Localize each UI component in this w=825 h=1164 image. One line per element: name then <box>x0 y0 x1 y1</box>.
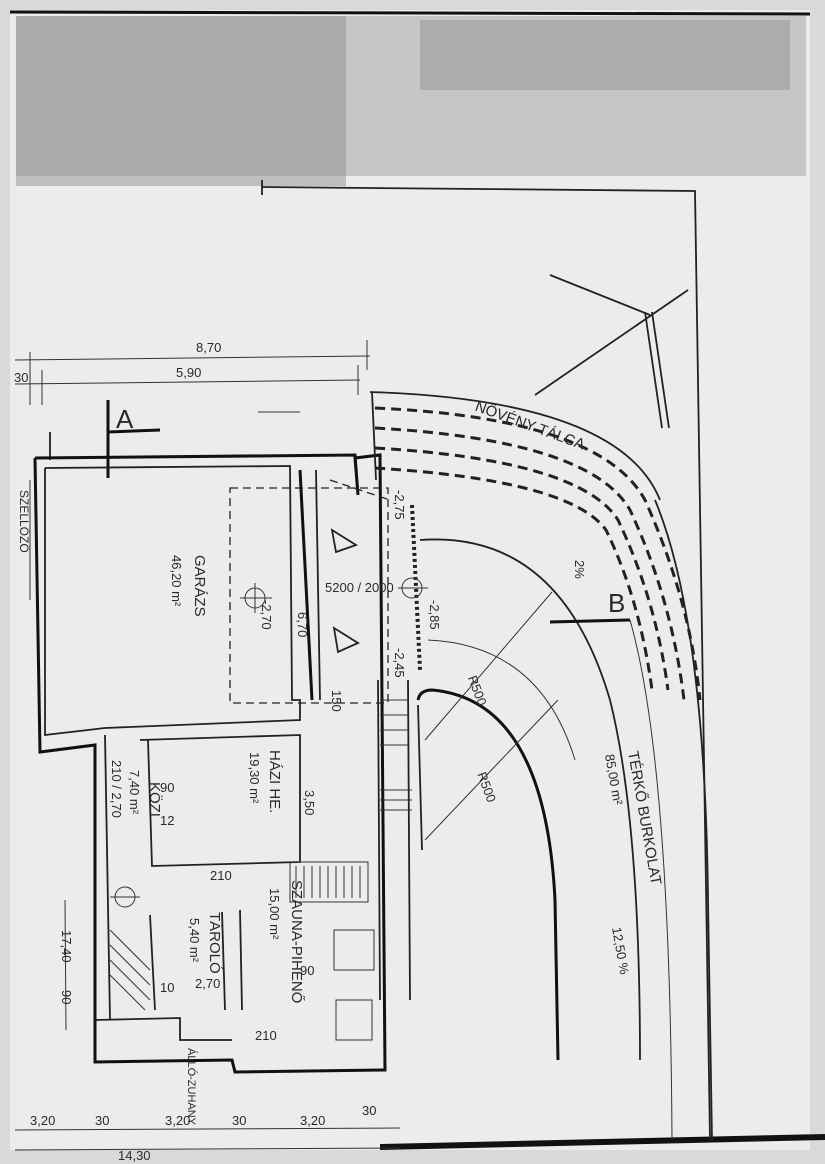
sauna-slats <box>295 866 361 898</box>
interior-dim-5: 2,70 <box>195 976 220 991</box>
building-inner-wall <box>44 465 301 737</box>
dim-bottom-6: 30 <box>362 1103 376 1118</box>
interior-dim-4: 10 <box>160 980 174 995</box>
driveway-curb-inner <box>416 688 560 1061</box>
paved-area-outer-edge <box>654 499 713 1141</box>
driveway-arc-2 <box>427 639 576 761</box>
stair-hatch-lower <box>109 929 151 1011</box>
site-line-1 <box>549 274 651 316</box>
corridor-area: 7,40 m² <box>127 770 142 815</box>
dim-top-left: 30 <box>14 370 28 385</box>
dimension-line-top-2 <box>14 379 361 385</box>
radius-line-1 <box>424 591 553 741</box>
driveway-curb-inner-2 <box>417 704 423 851</box>
shower-unit <box>333 929 375 971</box>
dimension-line-top <box>14 355 371 361</box>
garage-height: -2,70 <box>259 600 274 630</box>
light-fixture-2 <box>332 626 360 654</box>
small-room-name: ÁLLÓ-ZUHANY <box>185 1048 198 1126</box>
scan-edge-bottom <box>379 1134 825 1150</box>
driveway-arc-1 <box>419 538 641 1061</box>
plant-bed-band-2 <box>374 426 686 701</box>
bottom-dim-line-2 <box>14 1147 401 1151</box>
dim-bottom-1: 3,20 <box>30 1113 55 1128</box>
interior-dim-6: 90 <box>300 963 314 978</box>
vent-label: SZELLŐZŐ <box>17 490 32 553</box>
dim-bottom-4: 30 <box>232 1113 246 1128</box>
corridor-wall <box>104 734 111 1021</box>
section-a-bar <box>107 428 161 434</box>
dim-bottom-2: 30 <box>95 1113 109 1128</box>
storage-area: 5,40 m² <box>187 918 202 963</box>
scan-smudge <box>16 16 806 176</box>
garage-wall-2 <box>315 469 321 701</box>
left-dim-line <box>64 899 67 1031</box>
stair-steps <box>380 699 412 811</box>
utility-area: 19,30 m² <box>247 752 262 804</box>
garage-wall-line-2 <box>407 679 411 1001</box>
garage-wall <box>298 469 314 701</box>
dim-top-total: 8,70 <box>196 340 221 355</box>
garage-name: GARÁZS <box>191 555 208 617</box>
scan-smudge-dark <box>16 16 346 186</box>
level-2: -2,85 <box>427 600 442 630</box>
garage-door-size: 5200 / 2000 <box>325 580 394 595</box>
dim-top-inner: 5,90 <box>176 365 201 380</box>
section-b-label: B <box>608 588 625 618</box>
corridor-size: 210 / 2,70 <box>109 760 124 818</box>
dim-bottom-total: 14,30 <box>118 1148 151 1163</box>
bottom-dim-line <box>14 1127 401 1131</box>
interior-dim-7: 210 <box>255 1028 277 1043</box>
garage-wall-line <box>377 679 381 1001</box>
radius-line-2 <box>424 699 559 841</box>
slope-small: 2% <box>572 560 587 579</box>
sauna-name: SZAUNA-PIHENŐ <box>288 880 305 1003</box>
storage-name: TÁROLÓ <box>206 912 223 974</box>
section-b-bar <box>549 618 631 624</box>
garage-area: 46,20 m² <box>169 555 184 607</box>
interior-dim-1: 90 <box>160 780 174 795</box>
sauna-area: 15,00 m² <box>267 888 282 940</box>
building-outer-wall <box>33 453 387 1074</box>
plant-bed-band-3 <box>374 446 670 691</box>
toilet-unit <box>335 999 373 1041</box>
paved-area-inner-edge <box>629 619 673 1141</box>
level-1: -2,75 <box>392 490 407 520</box>
interior-dim-3: 210 <box>210 868 232 883</box>
sauna-bench <box>289 861 369 903</box>
scan-edge-top <box>9 10 811 16</box>
level-3: -2,45 <box>392 648 407 678</box>
plant-bed-band-4 <box>374 466 654 691</box>
light-fixture-1 <box>330 528 359 554</box>
corridor-name: KÖZL. <box>146 782 164 825</box>
dim-bottom-3: 3,20 <box>165 1113 190 1128</box>
bottom-wall <box>94 1017 232 1041</box>
scan-smudge-right <box>420 20 790 90</box>
garage-dash-line <box>329 479 391 501</box>
section-a-label: A <box>116 404 134 434</box>
dim-left-1: 17,40 <box>59 930 74 963</box>
storage-wall-2 <box>221 911 226 1011</box>
wall-note: 6,70 <box>295 612 310 637</box>
dim-left-2: 90 <box>59 990 74 1004</box>
plant-bed-edge <box>371 391 377 481</box>
utility-name: HÁZI HE. <box>266 750 283 813</box>
interior-dim-utility: 3,50 <box>302 790 317 815</box>
site-diagonal <box>534 289 689 396</box>
car-outline <box>229 487 389 704</box>
sauna-wall <box>239 909 243 1011</box>
site-line-2 <box>644 311 663 429</box>
property-boundary <box>261 186 711 1141</box>
interior-dim-2: 12 <box>160 813 174 828</box>
stair-dim: 150 <box>329 690 344 712</box>
storage-wall <box>149 914 156 1011</box>
dim-bottom-5: 3,20 <box>300 1113 325 1128</box>
plant-bed-outer <box>369 391 661 501</box>
site-line-3 <box>651 311 670 429</box>
